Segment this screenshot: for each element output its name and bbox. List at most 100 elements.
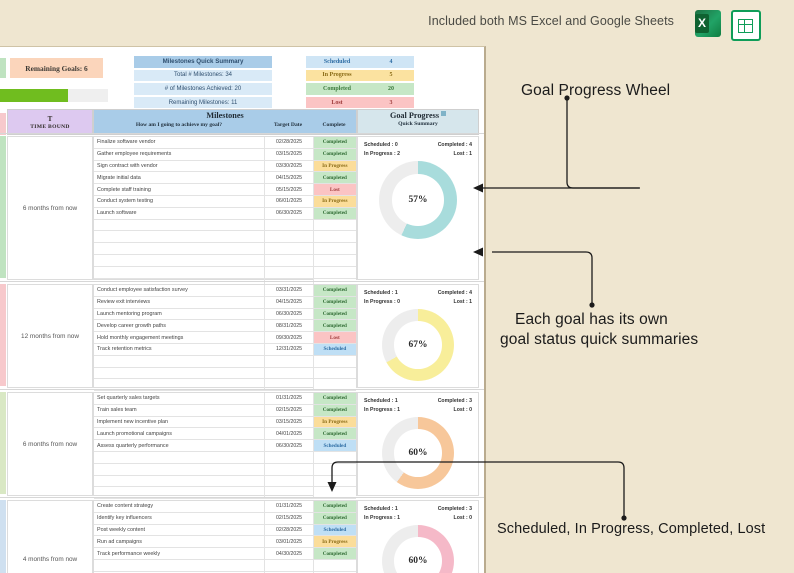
- milestone-task[interactable]: Finalize software vendor: [94, 137, 266, 148]
- milestone-task[interactable]: Implement new incentive plan: [94, 416, 266, 428]
- milestone-target-date[interactable]: 03/31/2025: [265, 285, 314, 296]
- milestone-task[interactable]: [94, 278, 266, 290]
- milestone-status[interactable]: [313, 254, 356, 266]
- milestone-target-date[interactable]: [265, 219, 314, 231]
- milestone-status[interactable]: Completed: [313, 512, 356, 524]
- milestone-target-date[interactable]: 04/15/2025: [265, 172, 314, 184]
- milestone-status[interactable]: [313, 278, 356, 290]
- milestone-row[interactable]: [94, 355, 356, 368]
- milestone-task[interactable]: Launch software: [94, 207, 266, 219]
- milestone-target-date[interactable]: 02/28/2025: [265, 524, 314, 536]
- milestone-status[interactable]: [313, 463, 356, 475]
- milestone-task[interactable]: [94, 559, 266, 571]
- milestone-task[interactable]: [94, 475, 266, 487]
- milestone-status[interactable]: Scheduled: [313, 524, 356, 536]
- milestone-status[interactable]: [313, 355, 356, 367]
- milestone-target-date[interactable]: 06/30/2025: [265, 440, 314, 451]
- time-bound-cell[interactable]: 4 months from now: [7, 500, 93, 573]
- milestone-status[interactable]: [313, 367, 356, 379]
- milestone-task[interactable]: Identify key influencers: [94, 512, 266, 524]
- milestone-task[interactable]: Conduct system testing: [94, 195, 266, 207]
- milestone-task[interactable]: Train sales team: [94, 404, 266, 416]
- milestone-status[interactable]: [313, 451, 356, 463]
- milestone-row[interactable]: [94, 219, 356, 232]
- milestone-row[interactable]: [94, 231, 356, 244]
- milestone-target-date[interactable]: 12/31/2025: [265, 343, 314, 355]
- milestone-task[interactable]: Develop career growth paths: [94, 320, 266, 332]
- milestone-status[interactable]: In Progress: [313, 416, 356, 428]
- milestone-task[interactable]: Launch promotional campaigns: [94, 428, 266, 440]
- milestone-status[interactable]: Lost: [313, 332, 356, 343]
- milestone-row[interactable]: [94, 254, 356, 267]
- milestone-target-date[interactable]: [265, 487, 314, 499]
- milestone-status[interactable]: [313, 266, 356, 278]
- milestone-target-date[interactable]: [265, 231, 314, 243]
- milestone-task[interactable]: Track performance weekly: [94, 548, 266, 559]
- milestone-task[interactable]: Launch mentoring program: [94, 308, 266, 320]
- milestone-task[interactable]: Conduct employee satisfaction survey: [94, 285, 266, 296]
- milestone-target-date[interactable]: [265, 243, 314, 254]
- milestone-row[interactable]: [94, 243, 356, 255]
- milestone-target-date[interactable]: 03/15/2025: [265, 148, 314, 160]
- milestone-status[interactable]: Completed: [313, 548, 356, 559]
- milestone-status[interactable]: Completed: [313, 137, 356, 148]
- milestone-target-date[interactable]: [265, 463, 314, 475]
- milestone-status[interactable]: Completed: [313, 148, 356, 160]
- milestone-row[interactable]: [94, 463, 356, 476]
- milestone-target-date[interactable]: 02/28/2025: [265, 137, 314, 148]
- milestone-status[interactable]: Completed: [313, 428, 356, 440]
- milestone-status[interactable]: Scheduled: [313, 440, 356, 451]
- milestone-status[interactable]: In Progress: [313, 160, 356, 172]
- milestone-target-date[interactable]: [265, 367, 314, 379]
- milestone-status[interactable]: Completed: [313, 172, 356, 184]
- milestone-task[interactable]: [94, 355, 266, 367]
- milestone-task[interactable]: [94, 219, 266, 231]
- milestone-status[interactable]: In Progress: [313, 536, 356, 548]
- milestone-task[interactable]: Gather employee requirements: [94, 148, 266, 160]
- time-bound-cell[interactable]: 6 months from now: [7, 392, 93, 496]
- milestone-row[interactable]: [94, 451, 356, 464]
- milestone-row[interactable]: [94, 475, 356, 488]
- milestone-task[interactable]: Review exit interviews: [94, 296, 266, 308]
- milestone-target-date[interactable]: [265, 278, 314, 290]
- milestone-task[interactable]: [94, 254, 266, 266]
- milestone-task[interactable]: [94, 487, 266, 499]
- milestone-target-date[interactable]: 03/15/2025: [265, 416, 314, 428]
- milestone-status[interactable]: [313, 219, 356, 231]
- milestone-task[interactable]: [94, 379, 266, 391]
- milestone-status[interactable]: Completed: [313, 320, 356, 332]
- milestone-target-date[interactable]: 05/15/2025: [265, 184, 314, 195]
- milestone-target-date[interactable]: [265, 451, 314, 463]
- milestone-row[interactable]: [94, 379, 356, 392]
- milestone-target-date[interactable]: [265, 254, 314, 266]
- milestone-target-date[interactable]: 06/30/2025: [265, 308, 314, 320]
- milestone-status[interactable]: In Progress: [313, 195, 356, 207]
- milestone-task[interactable]: Post weekly content: [94, 524, 266, 536]
- spreadsheet-sheet[interactable]: Remaining Goals: 6 Milestones Quick Summ…: [0, 46, 486, 573]
- milestone-target-date[interactable]: [265, 266, 314, 278]
- milestone-target-date[interactable]: 09/30/2025: [265, 332, 314, 343]
- time-bound-cell[interactable]: 12 months from now: [7, 284, 93, 388]
- milestone-status[interactable]: [313, 379, 356, 391]
- milestone-target-date[interactable]: 03/30/2025: [265, 160, 314, 172]
- milestone-task[interactable]: Assess quarterly performance: [94, 440, 266, 451]
- milestone-target-date[interactable]: 01/31/2025: [265, 501, 314, 512]
- milestone-status[interactable]: Completed: [313, 308, 356, 320]
